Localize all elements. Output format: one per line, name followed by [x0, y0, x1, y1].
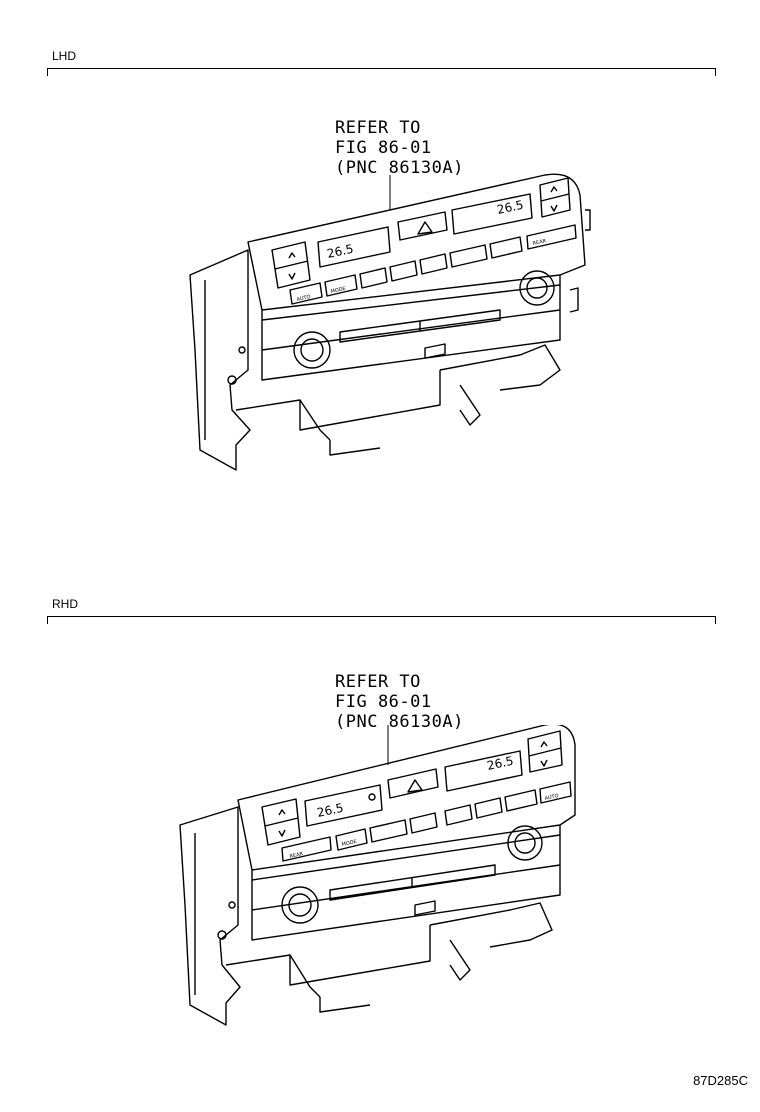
section-label-rhd: RHD — [52, 597, 78, 611]
section-label-lhd: LHD — [52, 49, 77, 63]
display-temp-right: 26.5 — [486, 754, 515, 773]
button-label: AUTO — [296, 294, 311, 303]
callout-line: REFER TO — [335, 672, 421, 692]
frame-tick — [715, 68, 716, 76]
button-label: MODE — [341, 839, 357, 848]
frame-tick — [47, 616, 48, 624]
drawing-code: 87D285C — [693, 1073, 748, 1088]
callout-lhd: REFER TO FIG 86-01 (PNC 86130A) — [335, 118, 464, 178]
button-label: REAR — [532, 238, 547, 247]
callout-rhd: REFER TO FIG 86-01 (PNC 86130A) — [335, 672, 464, 732]
climate-control-panel-rhd: 26.5 26.5 REAR MODE AUTO — [179, 725, 576, 1026]
button-label: MODE — [330, 286, 346, 295]
button-label: REAR — [289, 851, 304, 860]
callout-line: (PNC 86130A) — [335, 712, 464, 732]
frame-tick — [47, 68, 48, 76]
callout-line: REFER TO — [335, 118, 421, 138]
callout-line: (PNC 86130A) — [335, 158, 464, 178]
callout-line: FIG 86-01 — [335, 692, 432, 712]
frame-tick — [715, 616, 716, 624]
button-label: AUTO — [544, 793, 559, 802]
climate-control-panel-lhd: 26.5 26.5 AUTO MODE REAR — [189, 173, 591, 471]
callout-line: FIG 86-01 — [335, 138, 432, 158]
display-temp-left: 26.5 — [316, 801, 345, 820]
display-temp-left: 26.5 — [326, 242, 355, 261]
section-frame-rhd — [47, 616, 716, 617]
section-frame-lhd — [47, 68, 716, 69]
display-temp-right: 26.5 — [496, 198, 525, 217]
